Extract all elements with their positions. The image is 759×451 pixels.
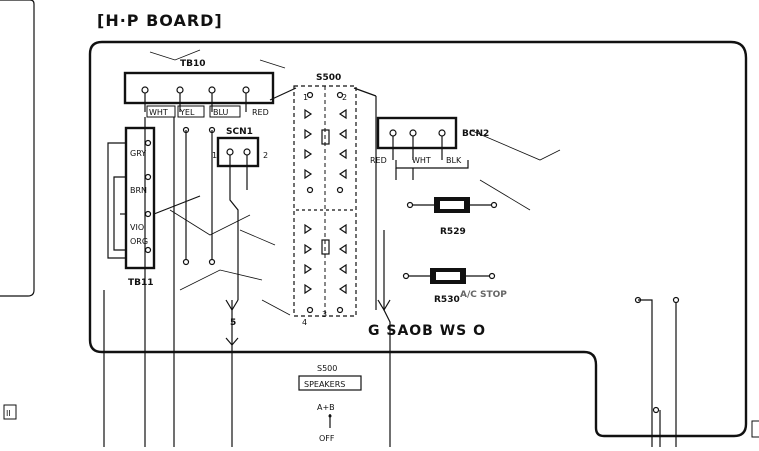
r530-label: R530 [434, 295, 460, 305]
s500-ref: S500 [316, 73, 341, 83]
tb10-body [123, 71, 275, 105]
s500-caption-ref: S500 [317, 364, 337, 373]
s500-switch: S500 1 2 4 3 [269, 73, 377, 327]
scn1-label: SCN1 [226, 127, 253, 137]
tb11-wire-brn: BRN [130, 186, 147, 195]
position-off: OFF [319, 434, 335, 443]
s500-caption: S500 SPEAKERS A+B OFF [298, 364, 362, 443]
tb10-wht-tag [146, 105, 176, 118]
scn1-connector: SCN1 1 2 [212, 127, 268, 300]
right-wire-runs [375, 96, 680, 447]
left-edge-mark [3, 404, 17, 420]
wire-number-5: 5 [230, 318, 236, 328]
left-panel-outline [0, 0, 35, 297]
position-a-b: A+B [317, 403, 335, 412]
annotation-strokes [149, 49, 561, 316]
left-edge-mark-text: II [6, 409, 11, 418]
tb10-wire-blu: BLU [213, 108, 229, 117]
scn1-pin1-label: 1 [212, 151, 217, 160]
tb10-wire-runs [103, 117, 239, 447]
r530-resistor: R530 [402, 268, 496, 305]
board-title: [H·P BOARD] [97, 11, 223, 30]
r529-label: R529 [440, 227, 466, 237]
tb10-pin-4 [242, 86, 250, 94]
tb10-wire-yel: YEL [179, 108, 195, 117]
s500-pin-1: 1 [303, 93, 308, 102]
bcn2-wire-blk: BLK [446, 156, 462, 165]
bcn2-connector: BCN2 RED WHT BLK [370, 116, 489, 180]
tb11-wire-org: ORG [130, 237, 148, 246]
bcn2-wire-red: RED [370, 156, 387, 165]
tb10-wire-red: RED [252, 108, 269, 117]
speakers-label: SPEAKERS [304, 380, 345, 389]
tb10-pin-3 [208, 86, 216, 94]
faint-overprint-text: A/C STOP [460, 290, 507, 300]
mirrored-print-text: G SAOB WS O [368, 323, 486, 339]
tb11-wire-gry: GRY [130, 149, 146, 158]
tb10-yel-tag [177, 105, 205, 118]
tb10-terminal-block: TB10 WHT YEL BLU RED [123, 59, 275, 118]
s500-pin-2: 2 [342, 93, 347, 102]
speakers-box [298, 375, 362, 391]
tb10-blu-tag [209, 105, 241, 118]
right-edge-mark [751, 420, 759, 438]
tb10-pin-2 [176, 86, 184, 94]
bcn2-body [376, 116, 458, 150]
scn1-body [216, 136, 260, 168]
tb11-wire-vio: VIO [130, 223, 144, 232]
bcn2-label: BCN2 [462, 129, 489, 139]
s500-pin-4: 4 [302, 318, 307, 327]
r529-resistor: R529 [406, 197, 498, 237]
board-outline [88, 40, 748, 438]
tb10-wire-wht: WHT [149, 108, 168, 117]
s500-pin-3: 3 [322, 310, 327, 319]
tb11-label: TB11 [128, 278, 154, 288]
scn1-pin2-label: 2 [263, 151, 268, 160]
tb10-pin-1 [141, 86, 149, 94]
bcn2-wire-wht: WHT [412, 156, 431, 165]
tb10-label: TB10 [180, 59, 206, 69]
tb11-body [124, 126, 156, 270]
